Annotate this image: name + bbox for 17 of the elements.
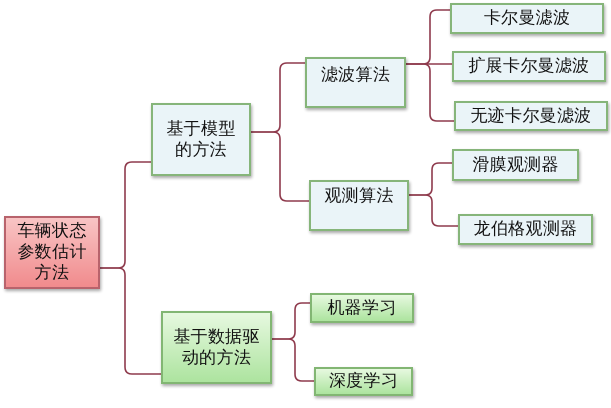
category-box: 机器学习 (310, 293, 414, 323)
category-box: 扩展卡尔曼滤波 (452, 51, 606, 82)
brace-connector (409, 194, 458, 227)
category-box: 卡尔曼滤波 (450, 3, 604, 34)
category-box: 观测算法 (309, 180, 409, 231)
category-box: 基于模型的方法 (151, 103, 251, 176)
brace-connector (272, 338, 314, 382)
category-box: 基于数据驱动的方法 (161, 311, 272, 384)
category-box: 车辆状态参数估计方法 (4, 216, 100, 289)
category-box: 深度学习 (314, 367, 413, 396)
category-box: 滤波算法 (305, 57, 406, 108)
brace-connector (251, 131, 309, 202)
category-box: 无迹卡尔曼滤波 (454, 101, 608, 131)
category-box: 滑膜观测器 (452, 149, 579, 181)
brace-connector (406, 63, 454, 122)
brace-connector (100, 267, 161, 375)
category-box: 龙伯格观测器 (458, 214, 593, 245)
